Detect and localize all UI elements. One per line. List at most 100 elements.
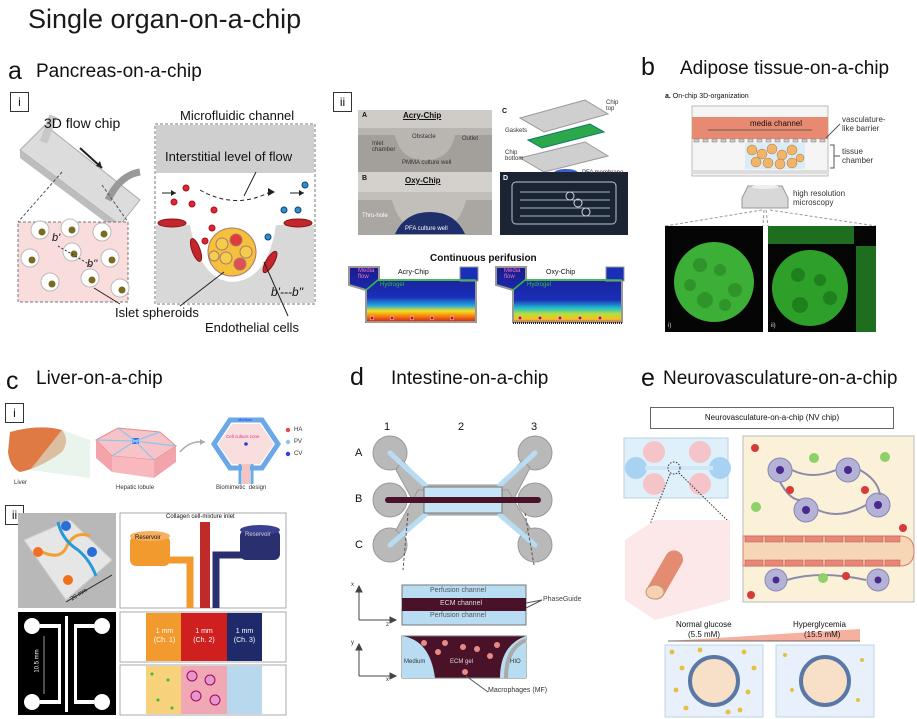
chip-bottom-label: Chip bottom <box>505 150 524 162</box>
panel-c-letter: c <box>6 367 19 395</box>
panel-b-letter: b <box>641 53 655 81</box>
lobule-label: Hepatic lobule <box>116 485 155 491</box>
ch3-rect <box>227 613 262 661</box>
liver-legend <box>285 427 291 457</box>
ch1-name: (Ch. 1) <box>153 637 176 644</box>
ch1-label: 1 mm(Ch. 1) <box>148 627 181 645</box>
medium-label-d: Medium <box>404 659 426 665</box>
center-inlet <box>200 522 210 542</box>
row-C: C <box>355 539 363 551</box>
channel-bottom-wall <box>156 225 314 303</box>
islet-spheroid <box>207 227 257 277</box>
reservoir-right <box>240 530 280 560</box>
panel-d-letter: d <box>350 363 364 391</box>
ch3-width: 1 mm <box>235 628 254 635</box>
col-3: 3 <box>531 421 538 433</box>
neuron-nuclei <box>772 466 882 584</box>
ch2-label: 1 mm(Ch. 2) <box>186 627 222 645</box>
axes-yx <box>355 642 398 680</box>
vasculature-line1: vasculature- <box>842 115 886 124</box>
flow-chip-side <box>20 150 120 233</box>
outlet-tube <box>104 168 141 202</box>
adipocytes <box>746 143 805 170</box>
section-label: b'---b'' <box>271 285 304 299</box>
gaskets-label: Gaskets <box>505 128 528 134</box>
adipose-heading: a. On-chip 3D-organization <box>665 93 749 100</box>
normal-glucose-conc: (5.5 mM) <box>688 630 720 639</box>
red-particles-e <box>747 444 907 599</box>
perifusion-title: Continuous perifusion <box>430 253 537 264</box>
inlet-chamber-label: Inlet chamber <box>372 141 396 153</box>
astrocyte-dots <box>669 647 864 715</box>
red-particles <box>170 184 218 245</box>
ch2-rect <box>181 613 227 661</box>
liver-shape <box>8 427 66 472</box>
inlet-tube <box>39 114 57 144</box>
outlet-label: Outlet <box>462 136 479 142</box>
glucose-gradient <box>668 629 860 641</box>
sim-oxy-label: Oxy-Chip <box>546 269 576 276</box>
legend-pv: PV <box>294 439 303 445</box>
sim-oxy-chip <box>495 266 625 324</box>
media-channel <box>692 117 828 139</box>
b-prime-label: b' <box>52 232 61 244</box>
chip-bottom-part <box>518 141 610 173</box>
oxy-chip-heading: Oxy-Chip <box>405 176 441 185</box>
collagen-inlet-label: Collagen cell-mixture inlet <box>166 514 235 520</box>
astrocytes <box>751 452 890 583</box>
sim-acry-chip <box>348 266 479 323</box>
blue-particles <box>264 181 309 241</box>
cell-culture-zone-label: Cell culture zone <box>226 434 260 439</box>
axes-xz <box>355 584 398 624</box>
image-label-2: ii) <box>771 323 776 329</box>
ch3-name: (Ch. 3) <box>233 637 256 644</box>
perfusion-bottom-label: Perfusion channel <box>430 612 487 619</box>
subfig-A: A <box>362 112 368 119</box>
biomimetic-design <box>210 417 282 484</box>
reservoir-left <box>130 536 170 566</box>
tissue-line1: tissue <box>842 147 863 156</box>
microscopy-line2: microscopy <box>793 198 834 207</box>
col-1: 1 <box>384 421 391 433</box>
gaskets-part <box>526 123 606 149</box>
macrophages-label: Macrophages (MF) <box>488 687 548 694</box>
phaseguide-label: PhaseGuide <box>543 596 582 603</box>
islet-label: Islet spheroids <box>115 305 199 320</box>
ch2-name: (Ch. 2) <box>193 637 215 644</box>
hydrogel-label-2: Hydrogel <box>527 282 552 288</box>
panel-a-letter: a <box>8 57 22 85</box>
vasculature-barrier-label: vasculature-like barrier <box>842 115 886 133</box>
axis-y-label: y <box>351 640 354 646</box>
panel-d-title: Intestine-on-a-chip <box>391 368 549 389</box>
ecm-gel-label: ECM gel <box>450 659 474 665</box>
ch3-label: 1 mm (Ch. 3) <box>228 627 261 645</box>
obstacle-label: Obstacle <box>412 134 436 140</box>
panel-a-ii-label: ii <box>333 92 352 112</box>
chip-top-part <box>518 99 610 133</box>
media-channel-label: media channel <box>750 119 803 128</box>
panel-e-letter: e <box>641 364 655 392</box>
sim-acry-label: Acry-Chip <box>398 269 429 276</box>
ecm-channel-band <box>402 598 526 611</box>
panel-e-title: Neurovasculature-on-a-chip <box>663 368 898 389</box>
hyperglycemia-conc: (15.5 mM) <box>804 630 841 639</box>
legend-ha: HA <box>294 427 303 433</box>
pmma-label: PMMA culture well <box>402 160 452 166</box>
barrier-pores <box>693 138 826 143</box>
axis-z-label: z <box>386 622 389 628</box>
macrophage-dots <box>421 640 500 675</box>
microscopy-line1: high resolution <box>793 189 846 198</box>
subfig-C: C <box>502 108 508 115</box>
blood-vessel <box>742 535 915 567</box>
nv-chip-box: Neurovasculature-on-a-chip (NV chip) <box>650 407 894 429</box>
b-double-prime-label: b'' <box>87 258 98 270</box>
hyperglycemia-label: Hyperglycemia <box>793 620 846 629</box>
flow-chip-label: 3D flow chip <box>44 115 121 131</box>
